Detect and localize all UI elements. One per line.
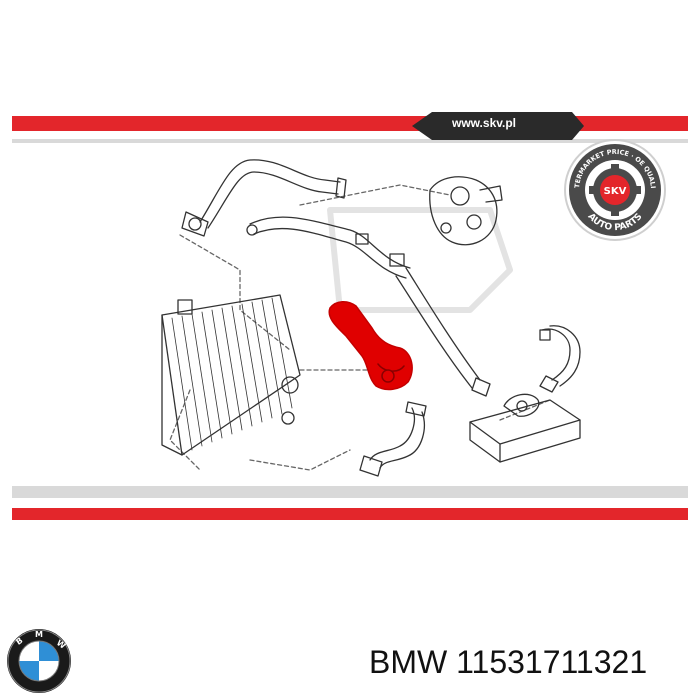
bmw-logo-icon: B M W: [7, 629, 71, 693]
heat-exchanger: [469, 393, 581, 463]
part-number-label: BMW 11531711321: [369, 644, 647, 681]
bottom-banner: [12, 486, 688, 520]
website-url[interactable]: www.skv.pl: [452, 116, 517, 130]
url-tab: [412, 112, 584, 140]
svg-text:B: B: [14, 636, 24, 647]
right-hose: [539, 325, 581, 393]
top-banner: [12, 112, 688, 146]
part-number: 11531711321: [456, 644, 648, 680]
leader-lines: [169, 184, 551, 471]
middle-hose: [246, 216, 491, 397]
hose-diagram: [161, 159, 581, 477]
gear-icon: [589, 164, 641, 216]
seal-center-text: SKV: [604, 186, 627, 197]
highlighted-part: [328, 301, 413, 391]
part-brand: BMW: [369, 644, 448, 680]
bottom-grey-stripe: [12, 486, 688, 498]
watermark-shape: [327, 207, 513, 313]
top-grey-stripe: [12, 139, 688, 143]
lower-hose: [359, 401, 427, 477]
top-red-stripe: [12, 116, 688, 131]
bottom-red-stripe: [12, 508, 688, 520]
skv-seal-logo: AFTERMARKET PRICE · OE QUALITY AUTO PART…: [563, 138, 666, 241]
thermostat-housing: [429, 176, 503, 246]
upper-hose: [181, 159, 347, 237]
radiator: [161, 294, 301, 456]
svg-text:M: M: [35, 630, 43, 639]
